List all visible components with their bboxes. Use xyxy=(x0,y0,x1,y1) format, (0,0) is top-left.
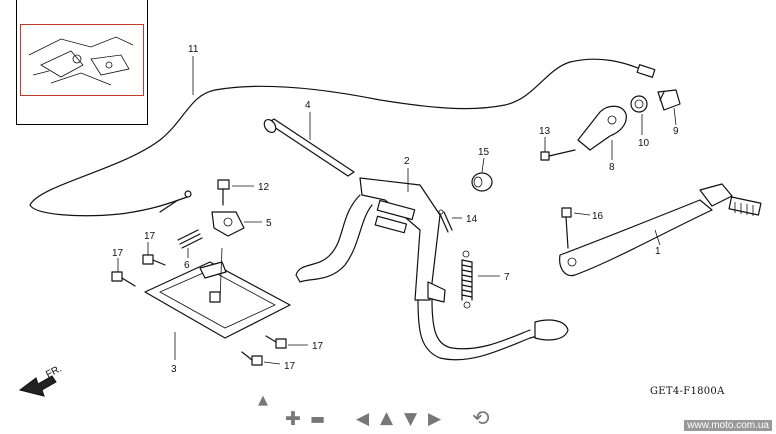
bolt-13[interactable] xyxy=(540,149,576,161)
front-label: FR. xyxy=(44,363,63,380)
pan-left-icon[interactable]: ◀ xyxy=(356,409,370,429)
callout-8[interactable]: 8 xyxy=(609,162,615,173)
pan-down-icon[interactable]: ▼ xyxy=(404,409,418,429)
callout-6[interactable]: 6 xyxy=(184,260,190,271)
viewer-toolbar: ▲ ✚ ▬ ◀ ▲ ▼ ▶ ⟲ xyxy=(252,392,502,432)
callout-1[interactable]: 1 xyxy=(655,246,661,257)
thumbnail-sketch xyxy=(28,36,134,86)
stand-collar[interactable] xyxy=(471,172,493,192)
bolt-17-b[interactable] xyxy=(111,271,136,287)
stand-spring[interactable] xyxy=(461,250,473,309)
cable-arm[interactable] xyxy=(577,105,627,151)
reset-icon[interactable]: ⟲ xyxy=(472,406,490,430)
callout-7[interactable]: 7 xyxy=(504,272,510,283)
callout-10[interactable]: 10 xyxy=(638,138,650,149)
return-spring[interactable] xyxy=(177,229,203,249)
cable-assembly[interactable] xyxy=(29,58,656,217)
zoom-out-icon[interactable]: ▬ xyxy=(310,409,326,428)
thumbnail-viewport-frame[interactable] xyxy=(20,24,144,96)
callout-5[interactable]: 5 xyxy=(266,218,272,229)
callout-17-c[interactable]: 17 xyxy=(312,341,324,352)
watermark: www.moto.com.ua xyxy=(684,420,772,431)
callout-11[interactable]: 11 xyxy=(188,44,199,55)
brake-pedal[interactable] xyxy=(559,183,762,277)
bolt-17-d[interactable] xyxy=(241,351,263,366)
callout-9[interactable]: 9 xyxy=(673,126,679,137)
callout-2[interactable]: 2 xyxy=(404,156,410,167)
overview-thumbnail[interactable] xyxy=(16,0,148,125)
cotter-pin[interactable] xyxy=(438,209,453,233)
callout-17-d[interactable]: 17 xyxy=(284,361,296,372)
pan-up-icon[interactable]: ▲ xyxy=(380,408,394,428)
callout-15[interactable]: 15 xyxy=(478,147,490,158)
pan-right-icon[interactable]: ▶ xyxy=(428,409,442,429)
stand-bracket[interactable] xyxy=(144,247,291,339)
callout-3[interactable]: 3 xyxy=(171,364,177,375)
joint-bracket[interactable] xyxy=(657,89,681,111)
callout-14[interactable]: 14 xyxy=(466,214,478,225)
stand-pivot-rod[interactable] xyxy=(262,117,355,177)
callout-17-b[interactable]: 17 xyxy=(112,248,124,259)
zoom-in-icon[interactable]: ✚ xyxy=(285,408,301,430)
front-direction-marker: FR. xyxy=(18,363,64,397)
callout-13[interactable]: 13 xyxy=(539,126,551,137)
bolt-17-a[interactable] xyxy=(142,254,166,266)
callout-12[interactable]: 12 xyxy=(258,182,270,193)
drawing-code: GET4-F1800A xyxy=(650,386,725,397)
main-stand[interactable] xyxy=(295,177,569,361)
callout-16[interactable]: 16 xyxy=(592,211,604,222)
bolt-16[interactable] xyxy=(561,207,572,249)
arrow-up-icon[interactable]: ▲ xyxy=(258,393,268,408)
bushing[interactable] xyxy=(630,95,648,113)
cable-pivot[interactable] xyxy=(211,211,245,237)
callout-17-a[interactable]: 17 xyxy=(144,231,156,242)
bolt-12[interactable] xyxy=(217,179,230,206)
callout-4[interactable]: 4 xyxy=(305,100,311,111)
bolt-17-c[interactable] xyxy=(265,335,287,349)
